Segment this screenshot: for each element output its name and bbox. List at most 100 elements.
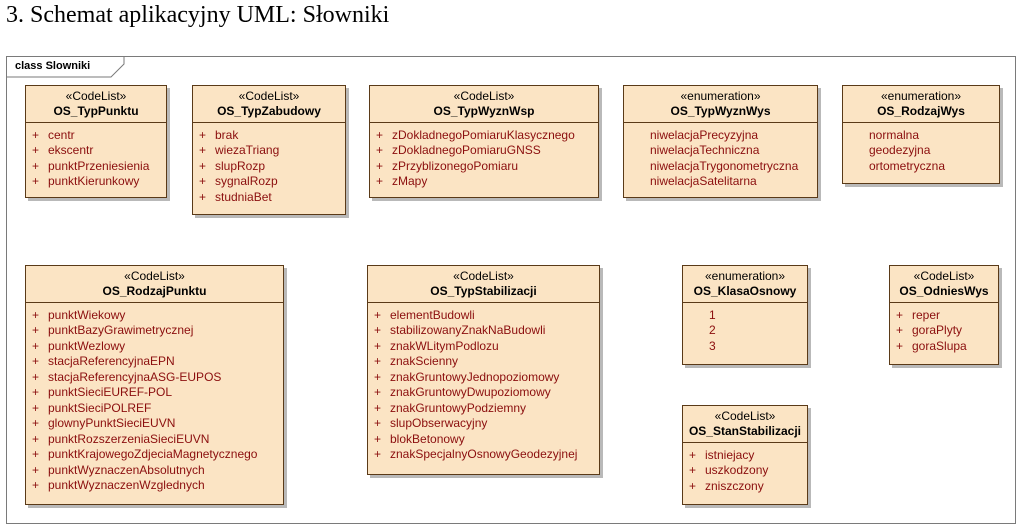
visibility-marker: +	[376, 127, 384, 142]
attribute-row: +punktWyznaczenAbsolutnych	[26, 462, 283, 478]
attribute-row: +brak	[193, 127, 345, 143]
attribute-row: +punktKrajowegoZdjeciaMagnetycznego	[26, 447, 283, 463]
visibility-marker: +	[896, 338, 904, 353]
class-name: OS_StanStabilizacji	[688, 424, 802, 438]
class-name: OS_TypWyznWys	[670, 104, 771, 118]
attribute-name: niwelacjaPrecyzyjna	[650, 127, 759, 142]
visibility-marker: +	[199, 189, 207, 204]
attribute-row: +punktSieciEUREF-POL	[26, 385, 283, 401]
attribute-row: 1	[683, 307, 807, 323]
visibility-marker: +	[32, 158, 40, 173]
visibility-marker: +	[32, 416, 40, 431]
attribute-row: +punktRozszerzeniaSieciEUVN	[26, 431, 283, 447]
attribute-row: +punktWyznaczenWzglednych	[26, 478, 283, 494]
visibility-marker: +	[374, 354, 382, 369]
class-box[interactable]: «CodeList»OS_TypStabilizacji + elementBudo…	[367, 265, 600, 475]
attribute-row: +znakScienny	[368, 354, 599, 370]
attribute-row: +studniaBet	[193, 189, 345, 205]
class-attributes: +zDokladnegoPomiaruKlasycznego+zDokladne…	[370, 123, 598, 189]
attribute-name: niwelacjaTechniczna	[650, 143, 760, 158]
attribute-row: +glownyPunktSieciEUVN	[26, 416, 283, 432]
class-stereotype: «CodeList»	[453, 89, 515, 103]
class-attributes: +reper+goraPlyty+goraSlupa	[890, 303, 998, 354]
class-stereotype: «CodeList»	[453, 269, 514, 283]
attribute-row: niwelacjaPrecyzyjna	[624, 127, 817, 143]
attribute-row: 3	[683, 338, 807, 354]
class-box[interactable]: «CodeList»OS_TypWyznWsp+zDokladnegoPomia…	[369, 85, 599, 198]
class-box[interactable]: «CodeList»OS_TypPunktu+centr+ekscentr+pu…	[25, 85, 167, 198]
class-box[interactable]: «CodeList»OS_RodzajPunktu+punktWiekowy+p…	[25, 265, 284, 505]
class-attributes: +brak+wiezaTriang+slupRozp+sygnalRozp+st…	[193, 123, 345, 205]
attribute-name: slupRozp	[215, 158, 266, 173]
attribute-row: + punktWiekowy	[26, 307, 283, 323]
attribute-name: punktWyznaczenAbsolutnych	[48, 462, 205, 477]
attribute-name: zDokladnegoPomiaruGNSS	[392, 143, 541, 158]
attribute-row: +znakGruntowyJednopoziomowy	[368, 369, 599, 385]
class-name: OS_RodzajWys	[877, 104, 965, 118]
visibility-marker: +	[374, 323, 382, 338]
class-header: «enumeration»OS_RodzajWys	[843, 86, 999, 123]
visibility-marker: +	[374, 416, 382, 431]
class-name: OS_OdniesWys	[899, 284, 989, 298]
attribute-name: znakWLitymPodlozu	[390, 338, 499, 353]
attribute-name: goraPlyty	[912, 323, 963, 338]
visibility-marker: +	[374, 369, 382, 384]
class-stereotype: «CodeList»	[65, 89, 127, 103]
attribute-name: punktSieciPOLREF	[48, 400, 152, 415]
visibility-marker: +	[374, 431, 382, 446]
visibility-marker: +	[32, 307, 40, 322]
attribute-row: geodezyjna	[843, 143, 999, 159]
class-stereotype: «CodeList»	[714, 409, 776, 423]
class-name: OS_TypPunktu	[53, 104, 139, 118]
visibility-marker: +	[199, 127, 207, 142]
attribute-row: +wiezaTriang	[193, 143, 345, 159]
class-name: OS_RodzajPunktu	[102, 284, 207, 298]
attribute-name: zPrzyblizonegoPomiaru	[392, 158, 519, 173]
visibility-marker: +	[32, 127, 40, 142]
attribute-name: elementBudowli	[390, 307, 475, 322]
class-attributes: +istniejacy+uszkodzony+zniszczony	[683, 443, 807, 494]
visibility-marker: +	[32, 447, 40, 462]
visibility-marker: +	[896, 307, 904, 322]
attribute-name: punktWyznaczenWzglednych	[48, 478, 205, 493]
class-attributes: + elementBudowli+stabilizowanyZnakNaBudow…	[368, 303, 599, 462]
visibility-marker: +	[32, 143, 40, 158]
visibility-marker: +	[689, 447, 697, 462]
visibility-marker: +	[376, 174, 384, 189]
attribute-name: normalna	[869, 127, 920, 142]
attribute-name: reper	[912, 307, 941, 322]
attribute-name: 1	[709, 307, 716, 322]
class-header: «CodeList»OS_TypZabudowy	[193, 86, 345, 123]
visibility-marker: +	[374, 338, 382, 353]
visibility-marker: +	[199, 174, 207, 189]
attribute-row: +zDokladnegoPomiaruKlasycznego	[370, 127, 598, 143]
attribute-name: punktWiekowy	[48, 307, 126, 322]
attribute-name: punktBazyGrawimetrycznej	[48, 323, 194, 338]
attribute-name: wiezaTriang	[215, 143, 280, 158]
visibility-marker: +	[376, 143, 384, 158]
visibility-marker: +	[32, 338, 40, 353]
class-name: OS_TypStabilizacji	[430, 284, 537, 298]
attribute-name: sygnalRozp	[215, 174, 278, 189]
attribute-name: niwelacjaTrygonometryczna	[650, 158, 799, 173]
attribute-name: punktPrzeniesienia	[48, 158, 150, 173]
attribute-row: + punktPrzeniesienia	[26, 158, 166, 174]
visibility-marker: +	[32, 354, 40, 369]
attribute-row: + znakSpecjalnyOsnowyGeodezyjnej	[368, 447, 599, 463]
attribute-name: stacjaReferencyjnaASG-EUPOS	[48, 369, 222, 384]
visibility-marker: +	[32, 431, 40, 446]
class-box[interactable]: «CodeList»OS_StanStabilizacji +istniejacy…	[682, 405, 808, 505]
attribute-name: geodezyjna	[869, 143, 931, 158]
visibility-marker: +	[689, 478, 697, 493]
attribute-name: znakSpecjalnyOsnowyGeodezyjnej	[390, 447, 578, 462]
visibility-marker: +	[374, 447, 382, 462]
class-box[interactable]: «CodeList»OS_OdniesWys+reper+goraPlyty+g…	[889, 265, 999, 365]
class-box[interactable]: «CodeList»OS_TypZabudowy+brak+wiezaTrian…	[192, 85, 346, 215]
attribute-row: +stabilizowanyZnakNaBudowli	[368, 323, 599, 339]
attribute-name: 2	[709, 323, 716, 338]
